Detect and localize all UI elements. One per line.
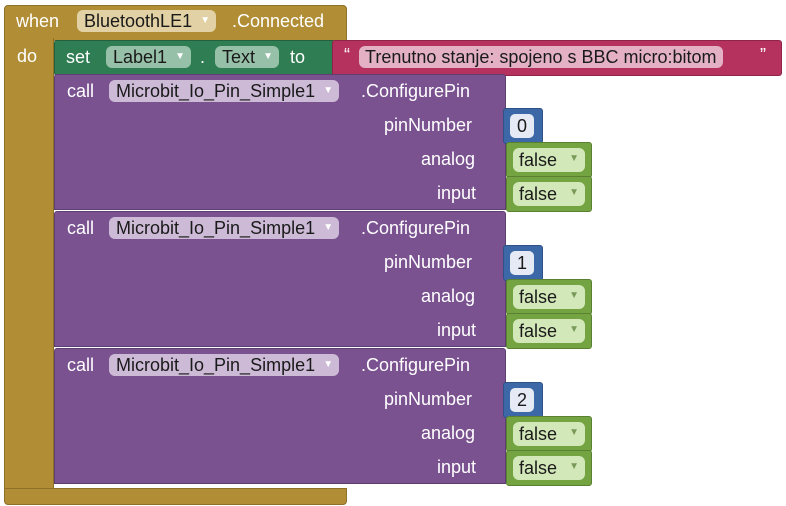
boolean-dropdown[interactable]: false ▼ <box>513 182 585 206</box>
do-label: do <box>17 46 38 66</box>
boolean-value-label: false <box>519 184 558 204</box>
set-component-dropdown[interactable]: Label1 ▼ <box>106 46 192 68</box>
number-value-field[interactable]: 0 <box>510 114 534 138</box>
call-method-label: .ConfigurePin <box>361 218 471 238</box>
param-label: input <box>437 457 477 477</box>
chevron-down-icon: ▼ <box>569 324 579 335</box>
configure-pin-call-body <box>54 244 506 347</box>
boolean-block[interactable]: false ▼ <box>506 176 592 212</box>
call-component-label: Microbit_Io_Pin_Simple1 <box>116 81 316 101</box>
boolean-value-label: false <box>519 458 558 478</box>
set-property-label: Text <box>222 47 256 67</box>
text-value-field[interactable]: Trenutno stanje: spojeno s BBC micro:bit… <box>359 46 723 68</box>
event-component-dropdown[interactable]: BluetoothLE1 ▼ <box>77 10 217 32</box>
chevron-down-icon: ▼ <box>323 359 334 370</box>
set-property-dropdown[interactable]: Text ▼ <box>215 46 280 68</box>
call-label: call <box>67 218 95 238</box>
number-block[interactable]: 2 <box>503 382 543 418</box>
call-component-dropdown[interactable]: Microbit_Io_Pin_Simple1 ▼ <box>109 354 340 376</box>
event-block-spine <box>4 38 54 490</box>
set-property-block[interactable] <box>54 40 335 76</box>
close-quote: ” <box>760 45 766 65</box>
call-component-label: Microbit_Io_Pin_Simple1 <box>116 218 316 238</box>
event-name-label: .Connected <box>232 11 325 31</box>
param-label: analog <box>421 423 476 443</box>
open-quote: “ <box>344 45 350 65</box>
param-label: input <box>437 320 477 340</box>
when-label: when <box>16 11 60 31</box>
number-block[interactable]: 1 <box>503 245 543 281</box>
boolean-value-label: false <box>519 287 558 307</box>
event-block-footer <box>4 488 347 505</box>
number-block[interactable]: 0 <box>503 108 543 144</box>
boolean-block[interactable]: false ▼ <box>506 279 592 315</box>
configure-pin-call-body <box>54 107 506 210</box>
boolean-block[interactable]: false ▼ <box>506 142 592 178</box>
number-value-field[interactable]: 2 <box>510 388 534 412</box>
number-value-field[interactable]: 1 <box>510 251 534 275</box>
call-label: call <box>67 81 95 101</box>
call-component-label: Microbit_Io_Pin_Simple1 <box>116 355 316 375</box>
boolean-dropdown[interactable]: false ▼ <box>513 422 585 446</box>
boolean-value-label: false <box>519 150 558 170</box>
boolean-dropdown[interactable]: false ▼ <box>513 456 585 480</box>
param-label: pinNumber <box>384 115 473 135</box>
set-component-label: Label1 <box>113 47 168 67</box>
to-label: to <box>290 47 306 67</box>
chevron-down-icon: ▼ <box>323 85 334 96</box>
chevron-down-icon: ▼ <box>569 427 579 438</box>
event-component-label: BluetoothLE1 <box>84 11 193 31</box>
call-method-label: .ConfigurePin <box>361 81 471 101</box>
boolean-dropdown[interactable]: false ▼ <box>513 319 585 343</box>
call-method-label: .ConfigurePin <box>361 355 471 375</box>
chevron-down-icon: ▼ <box>175 51 186 62</box>
call-component-dropdown[interactable]: Microbit_Io_Pin_Simple1 ▼ <box>109 80 340 102</box>
chevron-down-icon: ▼ <box>569 290 579 301</box>
param-label: analog <box>421 149 476 169</box>
call-label: call <box>67 355 95 375</box>
chevron-down-icon: ▼ <box>569 153 579 164</box>
boolean-block[interactable]: false ▼ <box>506 416 592 452</box>
chevron-down-icon: ▼ <box>323 222 334 233</box>
chevron-down-icon: ▼ <box>200 15 211 26</box>
boolean-dropdown[interactable]: false ▼ <box>513 148 585 172</box>
param-label: pinNumber <box>384 252 473 272</box>
boolean-block[interactable]: false ▼ <box>506 450 592 486</box>
boolean-dropdown[interactable]: false ▼ <box>513 285 585 309</box>
chevron-down-icon: ▼ <box>569 461 579 472</box>
param-label: analog <box>421 286 476 306</box>
chevron-down-icon: ▼ <box>263 51 274 62</box>
boolean-block[interactable]: false ▼ <box>506 313 592 349</box>
boolean-value-label: false <box>519 424 558 444</box>
param-label: pinNumber <box>384 389 473 409</box>
param-label: input <box>437 183 477 203</box>
set-label: set <box>66 47 91 67</box>
configure-pin-call-body <box>54 381 506 484</box>
call-component-dropdown[interactable]: Microbit_Io_Pin_Simple1 ▼ <box>109 217 340 239</box>
chevron-down-icon: ▼ <box>569 187 579 198</box>
set-dot-label: . <box>200 47 206 67</box>
boolean-value-label: false <box>519 321 558 341</box>
